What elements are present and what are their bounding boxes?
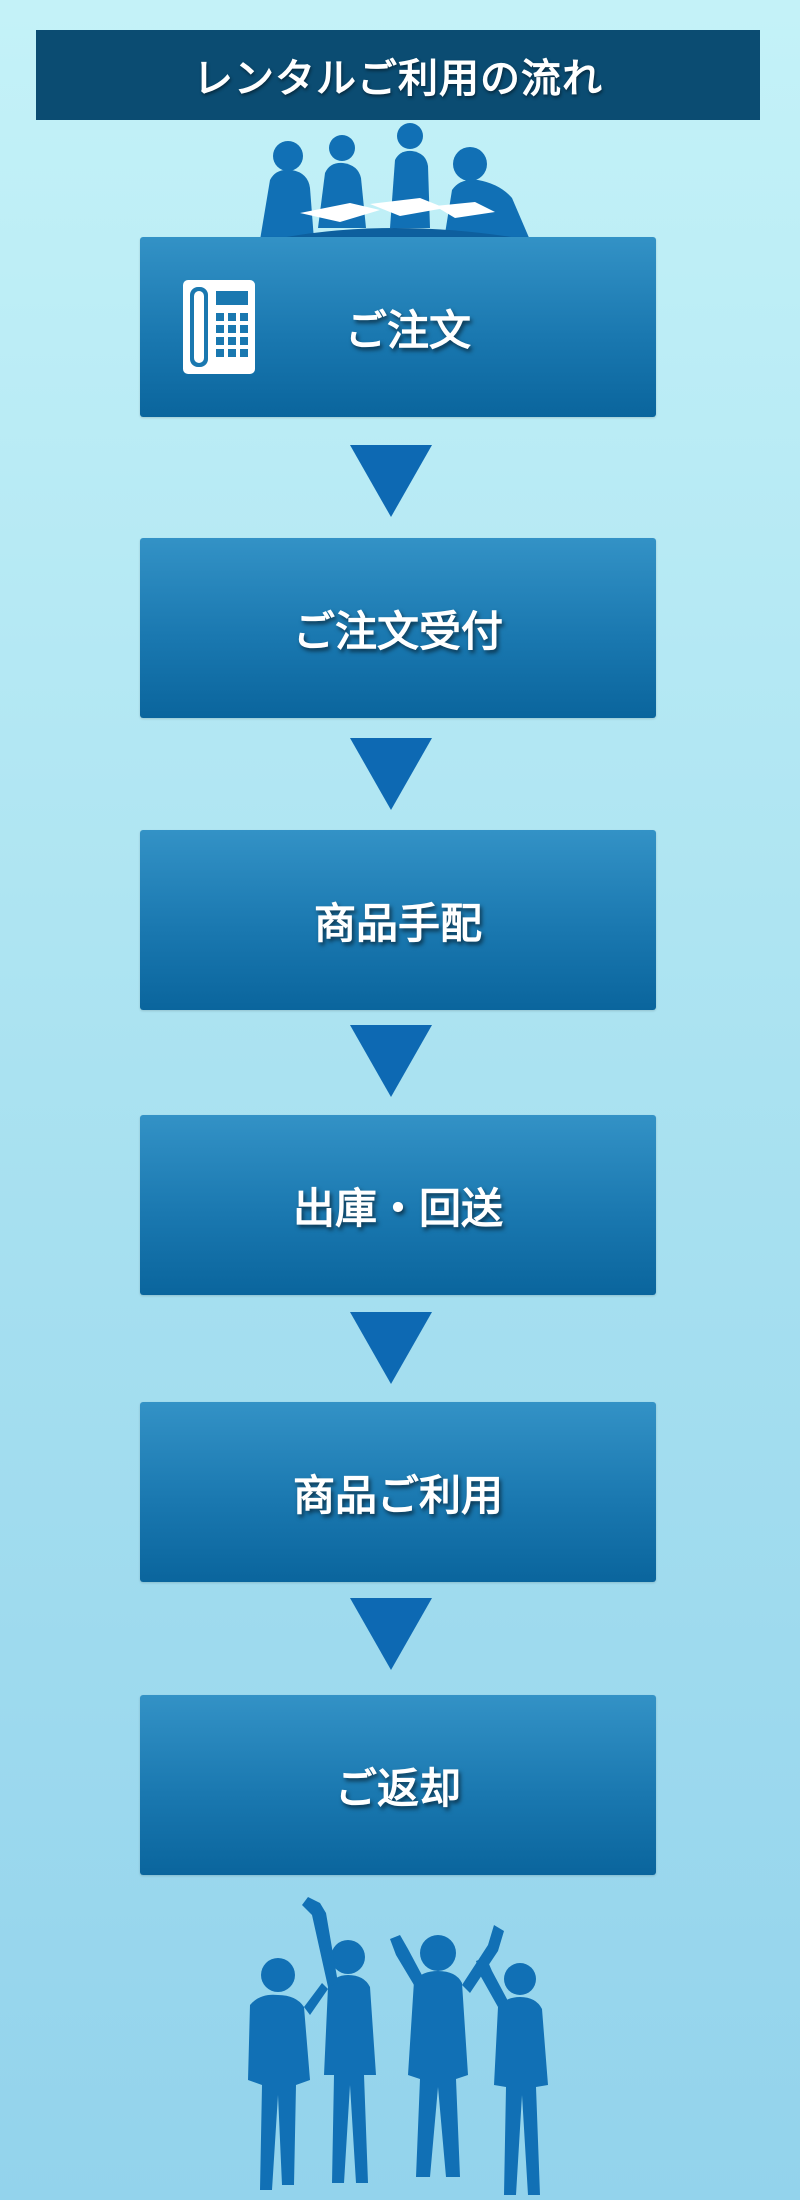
step-shipping: 出庫・回送 [140, 1115, 656, 1295]
step-label-return: ご返却 [334, 1763, 461, 1813]
step-label-order: ご注文 [344, 305, 471, 355]
down-arrow-icon [350, 738, 432, 810]
down-arrow-icon [350, 445, 432, 517]
step-usage: 商品ご利用 [140, 1402, 656, 1582]
down-arrow-icon [350, 1312, 432, 1384]
step-order: ご注文 [140, 237, 656, 417]
step-label-shipping: 出庫・回送 [292, 1183, 503, 1233]
page-title: レンタルご利用の流れ [193, 56, 603, 102]
celebrating-people-silhouette [248, 1897, 548, 2195]
step-return: ご返却 [140, 1695, 656, 1875]
page-header: レンタルご利用の流れ [36, 30, 760, 120]
step-order-received: ご注文受付 [140, 538, 656, 718]
step-arrangement: 商品手配 [140, 830, 656, 1010]
step-label-order-received: ご注文受付 [292, 606, 503, 656]
step-label-arrangement: 商品手配 [313, 898, 482, 948]
meeting-people-silhouette [260, 123, 530, 240]
down-arrow-icon [350, 1025, 432, 1097]
telephone-icon [183, 280, 255, 374]
down-arrow-icon [350, 1598, 432, 1670]
step-label-usage: 商品ご利用 [292, 1470, 503, 1520]
